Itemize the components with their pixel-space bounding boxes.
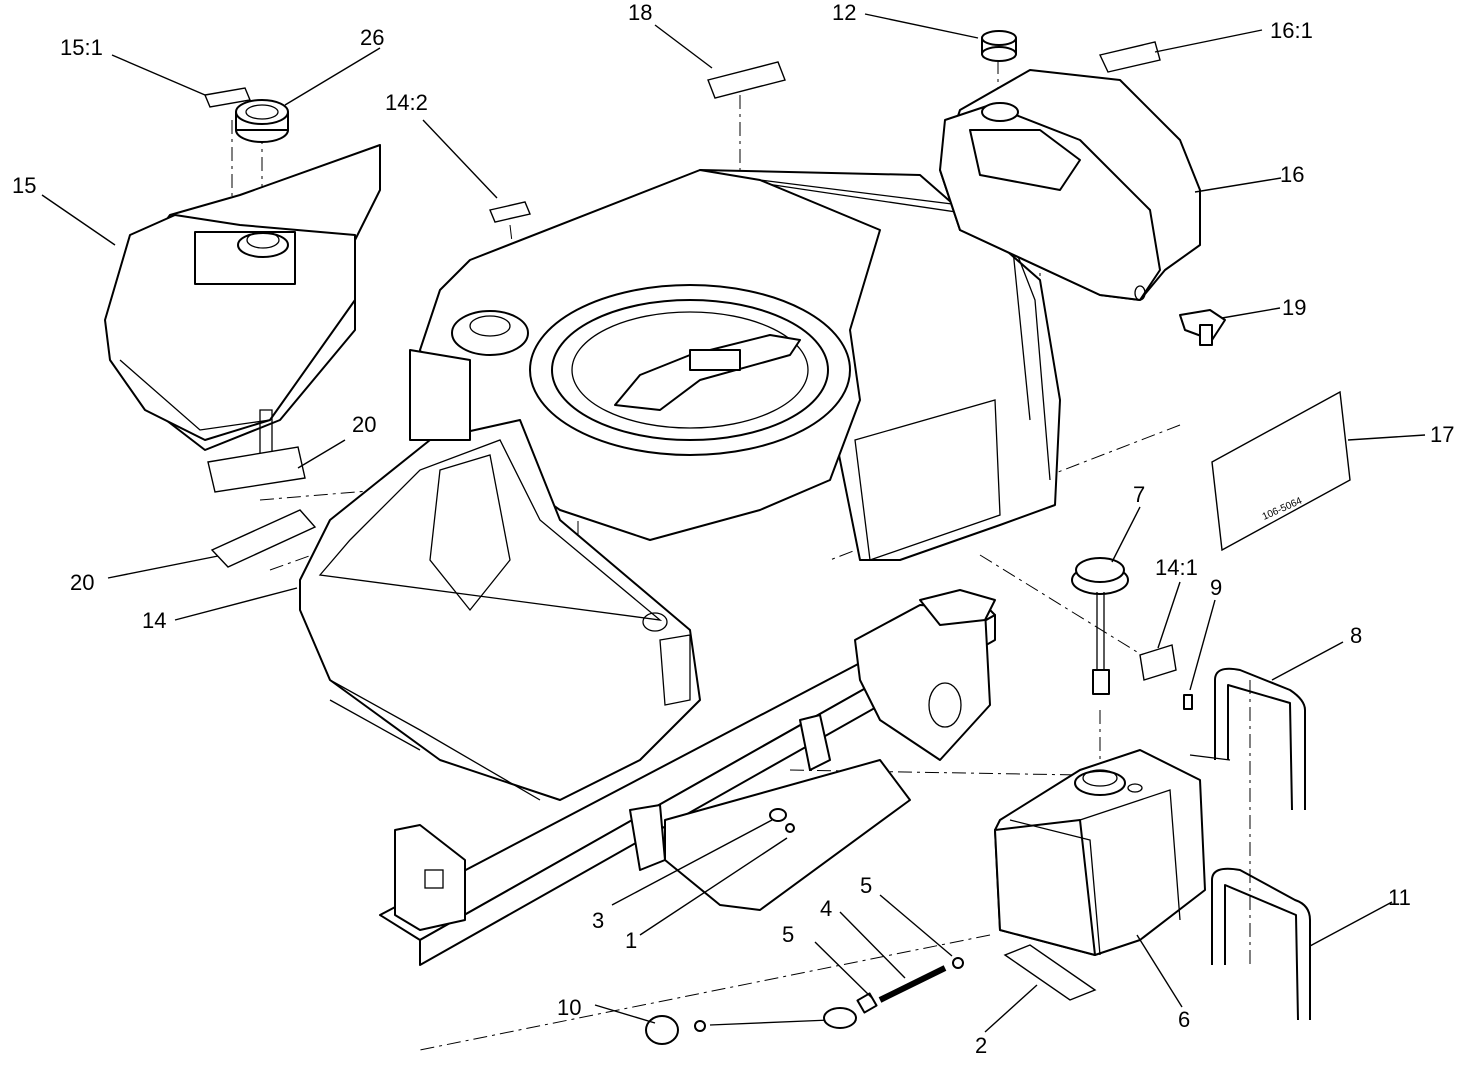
callout-4: 4 — [820, 896, 832, 921]
callout-14-1: 14:1 — [1155, 555, 1198, 580]
decal-17: 106-5064 — [1211, 390, 1351, 552]
decal-15-1 — [204, 87, 251, 108]
decal-20-lower — [210, 509, 317, 568]
callout-6: 6 — [1178, 1007, 1190, 1032]
callout-1: 1 — [625, 928, 637, 953]
fitting-19 — [1179, 309, 1226, 346]
leader-lines — [41, 13, 1426, 1033]
callout-16: 16 — [1280, 162, 1304, 187]
cap-26 — [235, 99, 289, 143]
callout-17: 17 — [1430, 422, 1454, 447]
decal-14-1 — [1139, 644, 1177, 681]
callout-2: 2 — [975, 1033, 987, 1058]
callout-15: 15 — [12, 173, 36, 198]
clamp-10 — [645, 1015, 679, 1045]
callout-20-lower: 20 — [70, 570, 94, 595]
callout-5-left: 5 — [782, 922, 794, 947]
right-tank-16 — [939, 69, 1201, 301]
fuel-line-assembly — [694, 957, 964, 1032]
chassis-frame — [379, 589, 996, 966]
callout-8: 8 — [1350, 623, 1362, 648]
callout-16-1: 16:1 — [1270, 18, 1313, 43]
callout-labels: 15:1 26 18 12 16:1 15 14:2 16 19 20 17 7… — [12, 0, 1454, 1058]
callout-26: 26 — [360, 25, 384, 50]
callout-14: 14 — [142, 608, 166, 633]
dipstick-cap-7 — [1071, 557, 1129, 695]
callout-12: 12 — [832, 0, 856, 25]
tank-6 — [994, 749, 1206, 956]
cap-12 — [981, 30, 1017, 62]
callout-5-right: 5 — [860, 873, 872, 898]
callout-14-2: 14:2 — [385, 90, 428, 115]
decal-20-upper — [207, 446, 306, 493]
bracket-8 — [1189, 667, 1306, 811]
callout-19: 19 — [1282, 295, 1306, 320]
callout-20-upper: 20 — [352, 412, 376, 437]
nut-1 — [785, 823, 795, 833]
left-tank-15 — [104, 144, 381, 456]
bracket-11 — [1211, 867, 1311, 1021]
callout-9: 9 — [1210, 575, 1222, 600]
callout-10: 10 — [557, 995, 581, 1020]
bolt-9 — [1183, 694, 1193, 710]
callout-3: 3 — [592, 908, 604, 933]
callout-18: 18 — [628, 0, 652, 25]
decal-18 — [707, 61, 786, 99]
decal-2 — [1003, 944, 1097, 1001]
callout-15-1: 15:1 — [60, 35, 103, 60]
callout-7: 7 — [1133, 482, 1145, 507]
decal-16-1 — [1098, 41, 1161, 73]
clip-3 — [769, 808, 787, 822]
decal-14-2 — [489, 201, 531, 223]
main-body-14 — [299, 169, 1061, 801]
callout-11: 11 — [1388, 885, 1411, 910]
